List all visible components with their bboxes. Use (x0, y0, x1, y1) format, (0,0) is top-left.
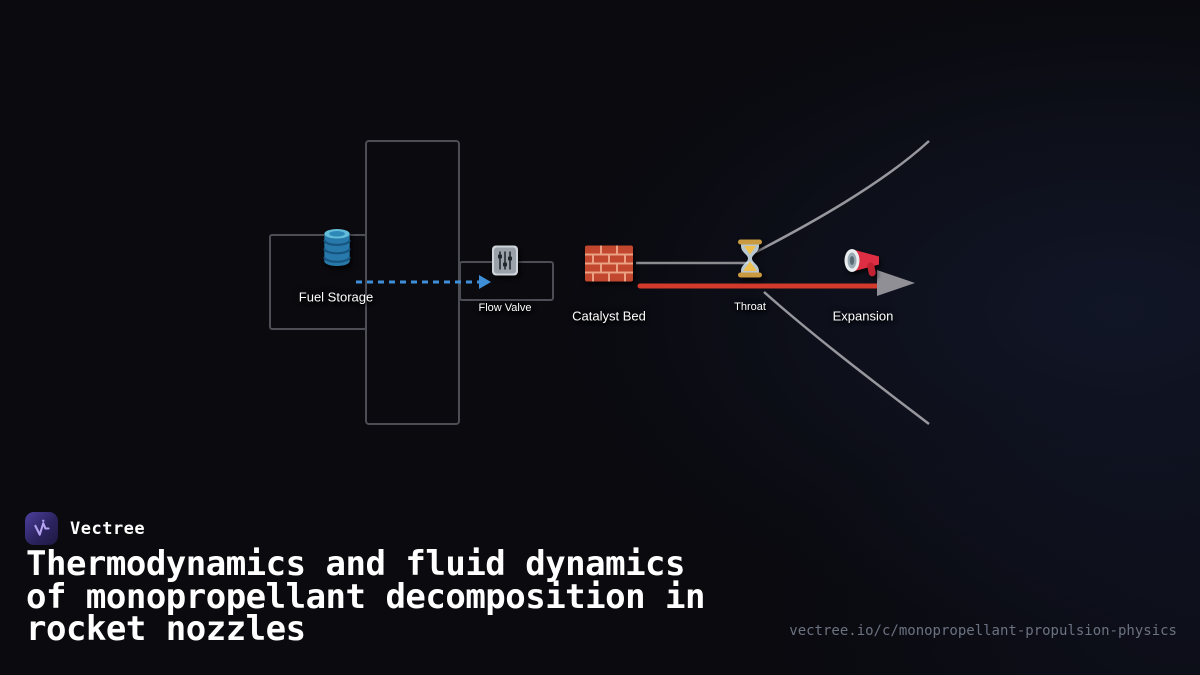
title-line-1: Thermodynamics and fluid dynamics (26, 544, 686, 584)
node-label-throat: Throat (734, 301, 766, 313)
control-knobs-icon (490, 245, 520, 282)
title-line-3: rocket nozzles (26, 609, 306, 649)
vectree-logo-icon (25, 512, 58, 545)
title-line-2: of monopropellant decomposition in (26, 576, 705, 617)
oil-drum-icon (320, 229, 354, 272)
nozzle-bottom-contour (763, 291, 930, 425)
megaphone-icon (841, 244, 885, 287)
node-label-expansion: Expansion (832, 308, 894, 324)
fuel-tank-outline (269, 234, 367, 330)
brand-name: Vectree (70, 518, 146, 539)
exhaust-arrow (877, 270, 915, 296)
brick-wall-icon (585, 245, 633, 288)
brand-row: Vectree (25, 512, 145, 545)
node-label-fuel-storage: Fuel Storage (298, 289, 374, 305)
nozzle-top-contour (755, 140, 930, 254)
hourglass-icon (735, 239, 765, 283)
feed-arrowhead (479, 275, 491, 289)
node-label-flow-valve: Flow Valve (478, 302, 532, 314)
node-label-catalyst-bed: Catalyst Bed (572, 308, 646, 324)
page-url: vectree.io/c/monopropellant-propulsion-p… (789, 623, 1177, 639)
page-title: Thermodynamics and fluid dynamics of mon… (26, 544, 705, 649)
